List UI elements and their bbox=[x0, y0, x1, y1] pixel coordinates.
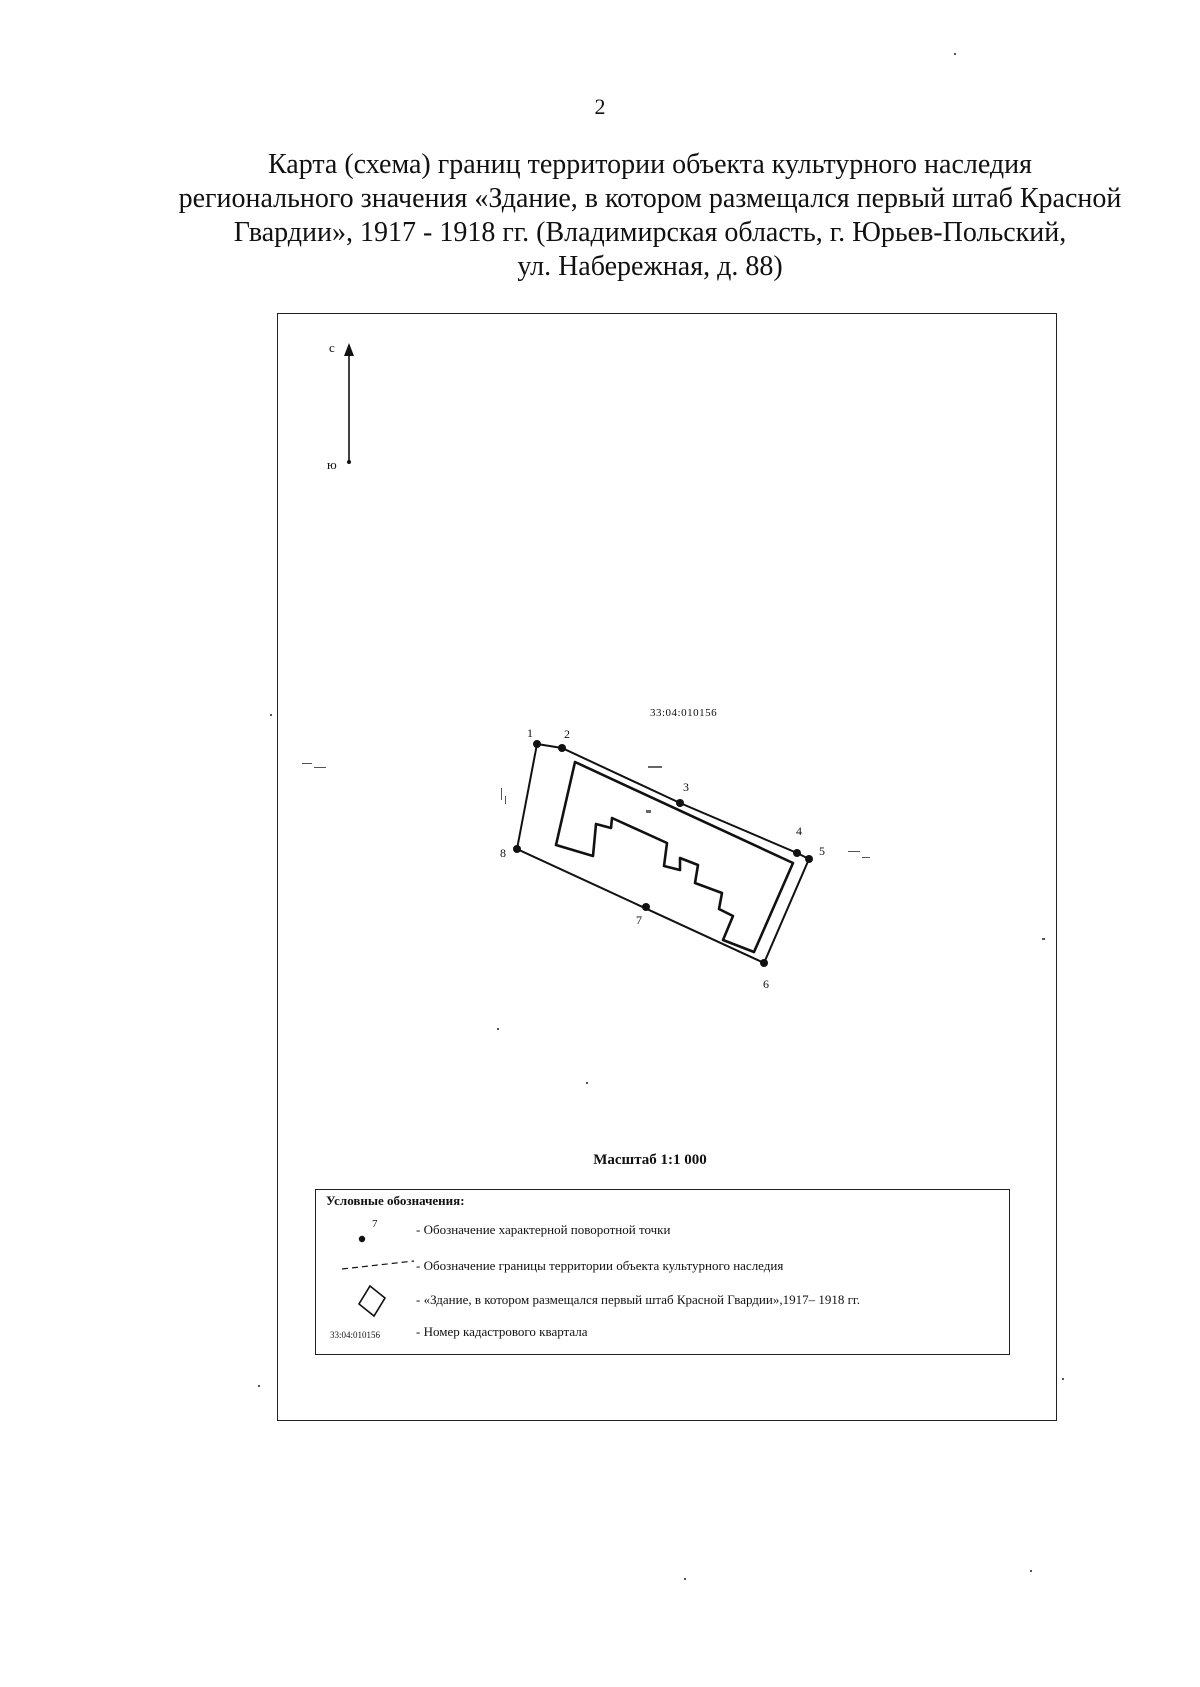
boundary-points bbox=[513, 740, 813, 967]
document-title: Карта (схема) границ территории объекта … bbox=[140, 148, 1160, 284]
boundary-point-8 bbox=[513, 845, 521, 853]
legend-boundary-line-symbol bbox=[341, 1260, 415, 1270]
title-line-3: Гвардии», 1917 - 1918 гг. (Владимирская … bbox=[233, 217, 1067, 248]
map-scale: Масштаб 1:1 000 bbox=[593, 1152, 707, 1168]
legend-item-building: - «Здание, в котором размещался первый ш… bbox=[416, 1292, 861, 1307]
building-outline bbox=[554, 760, 795, 954]
legend-title: Условные обозначения: bbox=[326, 1193, 465, 1208]
boundary-point-label-7: 7 bbox=[636, 913, 642, 927]
boundary-point-4 bbox=[793, 849, 801, 857]
page-number: 2 bbox=[594, 94, 606, 119]
boundary-point-1 bbox=[533, 740, 541, 748]
north-arrow bbox=[344, 343, 354, 464]
compass-south-label: ю bbox=[327, 457, 337, 472]
boundary-point-label-6: 6 bbox=[763, 977, 769, 991]
boundary-point-label-3: 3 bbox=[683, 780, 689, 794]
boundary-point-2 bbox=[558, 744, 566, 752]
boundary-point-label-1: 1 bbox=[527, 726, 533, 740]
cadastral-quarter-label: 33:04:010156 bbox=[650, 707, 717, 719]
boundary-point-3 bbox=[676, 799, 684, 807]
building-interior-mark bbox=[646, 810, 651, 813]
boundary-point-5 bbox=[805, 855, 813, 863]
map-legend: Условные обозначения: 7 - Обозначение ха… bbox=[315, 1189, 1010, 1355]
boundary-point-label-5: 5 bbox=[819, 844, 825, 858]
title-line-4: ул. Набережная, д. 88) bbox=[517, 251, 783, 282]
boundary-point-7 bbox=[642, 903, 650, 911]
boundary-point-label-4: 4 bbox=[796, 824, 802, 838]
legend-item-cadastral: - Номер кадастрового квартала bbox=[416, 1324, 588, 1339]
scan-specks bbox=[258, 53, 1064, 1580]
boundary-point-label-8: 8 bbox=[500, 846, 506, 860]
legend-item-boundary: - Обозначение границы территории объекта… bbox=[416, 1258, 784, 1273]
legend-cadastral-symbol: 33:04:010156 bbox=[330, 1330, 381, 1340]
title-line-2: регионального значения «Здание, в которо… bbox=[178, 183, 1122, 214]
boundary-dash-mark bbox=[648, 766, 662, 768]
boundary-point-label-2: 2 bbox=[564, 727, 570, 741]
map-frame bbox=[277, 313, 1057, 1421]
boundary-point-6 bbox=[760, 959, 768, 967]
legend-point-symbol bbox=[358, 1235, 366, 1243]
legend-building-symbol bbox=[357, 1284, 387, 1318]
legend-point-number: 7 bbox=[372, 1218, 378, 1230]
legend-item-point: - Обозначение характерной поворотной точ… bbox=[416, 1222, 671, 1237]
compass-north-label: с bbox=[329, 340, 335, 355]
title-line-1: Карта (схема) границ территории объекта … bbox=[267, 149, 1033, 180]
territory-boundary bbox=[515, 742, 811, 965]
